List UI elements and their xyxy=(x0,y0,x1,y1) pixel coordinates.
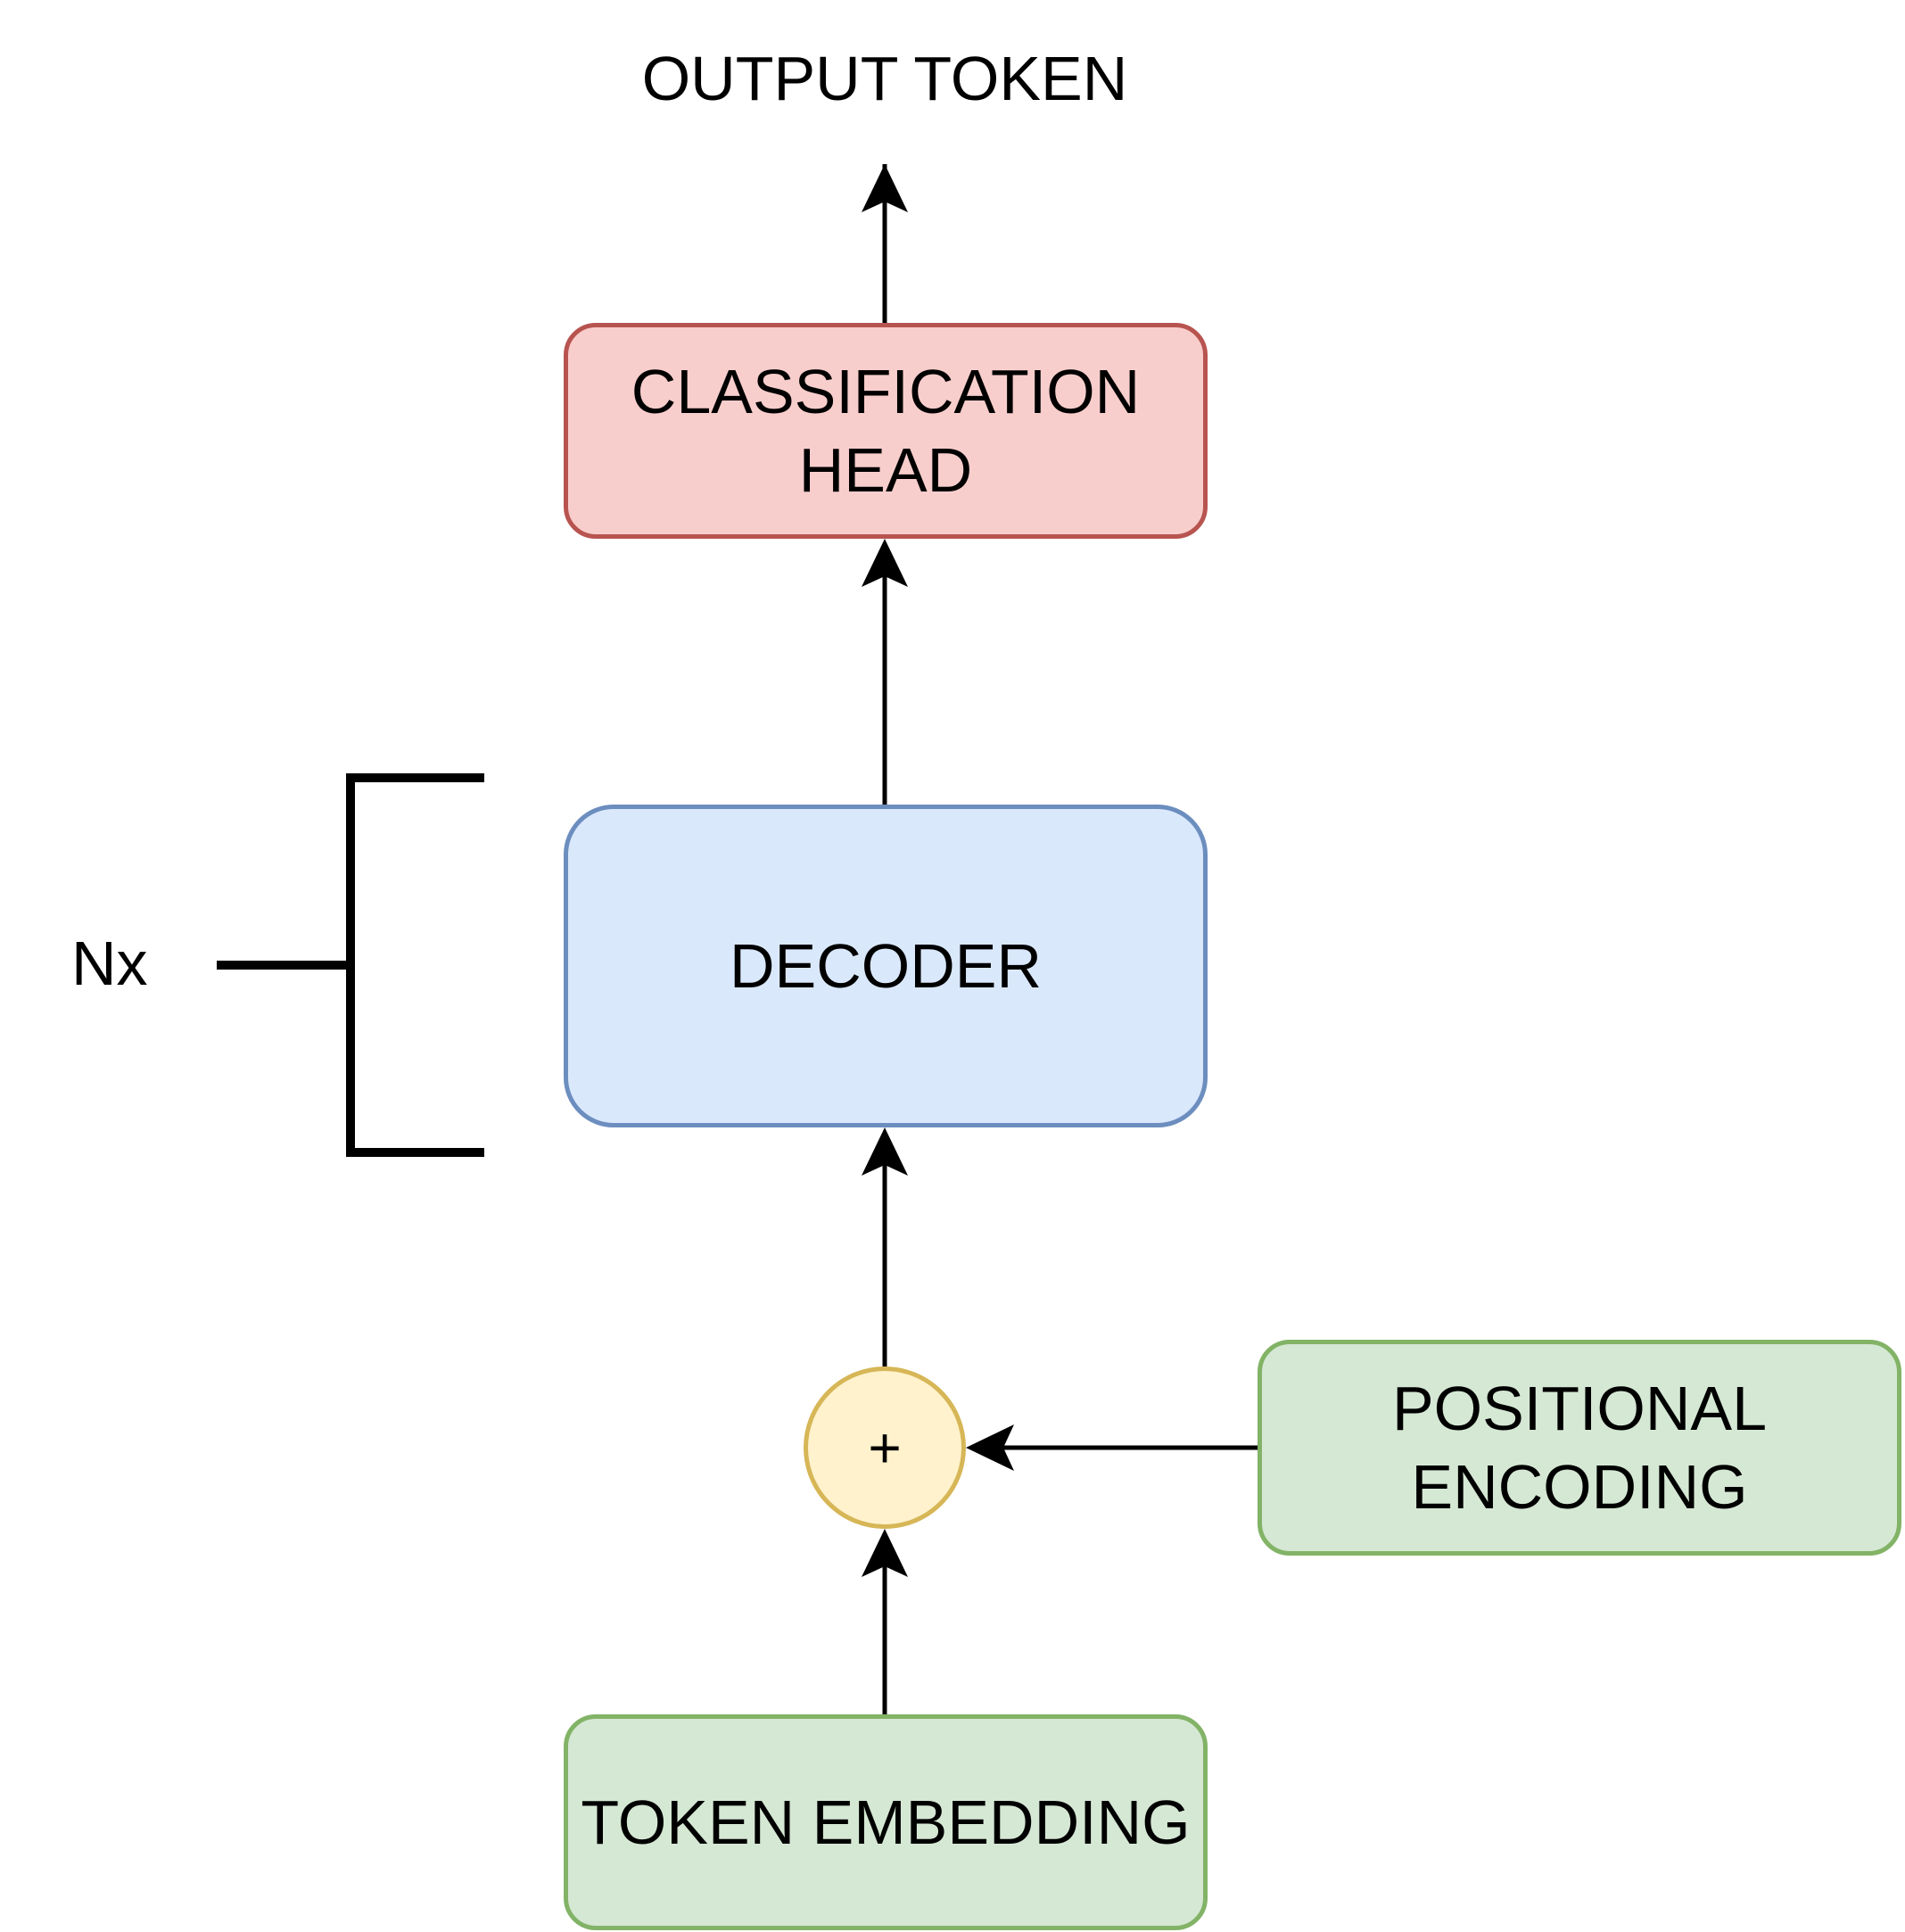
add-operation-node[interactable]: + xyxy=(804,1366,966,1529)
token-embedding-box[interactable]: TOKEN EMBEDDING xyxy=(564,1714,1208,1930)
classification-head-box[interactable]: CLASSIFICATION HEAD xyxy=(564,323,1208,539)
positional-encoding-box[interactable]: POSITIONAL ENCODING xyxy=(1258,1340,1901,1556)
classification-head-label-line1: CLASSIFICATION xyxy=(631,357,1141,426)
repeat-bracket xyxy=(217,773,484,1157)
arrowhead-head xyxy=(862,539,908,587)
plus-icon: + xyxy=(868,1416,902,1480)
arrowhead-add-right xyxy=(966,1424,1014,1471)
decoder-label: DECODER xyxy=(729,931,1043,1001)
arrowhead-decoder xyxy=(862,1127,908,1176)
decoder-box[interactable]: DECODER xyxy=(564,805,1208,1127)
token-embedding-label: TOKEN EMBEDDING xyxy=(581,1788,1191,1857)
repeat-count-label: Nx xyxy=(71,929,148,998)
positional-encoding-label-line2: ENCODING xyxy=(1411,1452,1748,1522)
positional-encoding-label-line1: POSITIONAL xyxy=(1391,1374,1768,1443)
classification-head-label-line2: HEAD xyxy=(798,435,973,505)
arrowhead-add-bottom xyxy=(862,1529,908,1577)
output-token-label: OUTPUT TOKEN xyxy=(641,44,1128,113)
arrowhead-output xyxy=(862,164,908,212)
